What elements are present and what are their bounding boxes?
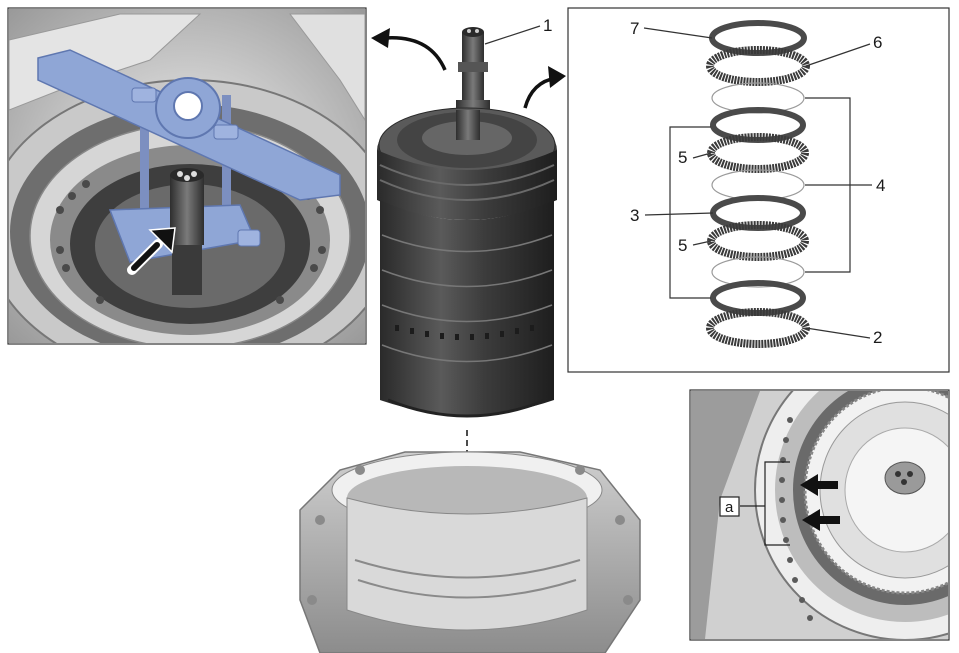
arrow-icon bbox=[127, 227, 176, 275]
ring-thin bbox=[711, 256, 805, 288]
callout-5-lower: 5 bbox=[678, 236, 687, 255]
callout-4: 4 bbox=[876, 176, 885, 195]
callout-a: a bbox=[725, 499, 734, 516]
callout-1: 1 bbox=[543, 16, 552, 35]
installed-detail-panel: a bbox=[689, 389, 950, 641]
ring-friction bbox=[707, 133, 809, 173]
curved-arrow-icon bbox=[523, 66, 566, 109]
tool-detail-panel bbox=[7, 7, 367, 345]
callout-5-upper: 5 bbox=[678, 148, 687, 167]
callout-6: 6 bbox=[873, 33, 882, 52]
callout-2: 2 bbox=[873, 328, 882, 347]
transmission-housing bbox=[299, 451, 641, 653]
callout-3: 3 bbox=[630, 206, 639, 225]
curved-arrow-icon bbox=[371, 28, 447, 71]
callout-7: 7 bbox=[630, 19, 639, 38]
arrow-icon bbox=[802, 509, 840, 531]
clutch-drum-assembly bbox=[377, 27, 557, 600]
arrow-icon bbox=[800, 474, 838, 496]
plate-stack-panel bbox=[567, 7, 950, 373]
